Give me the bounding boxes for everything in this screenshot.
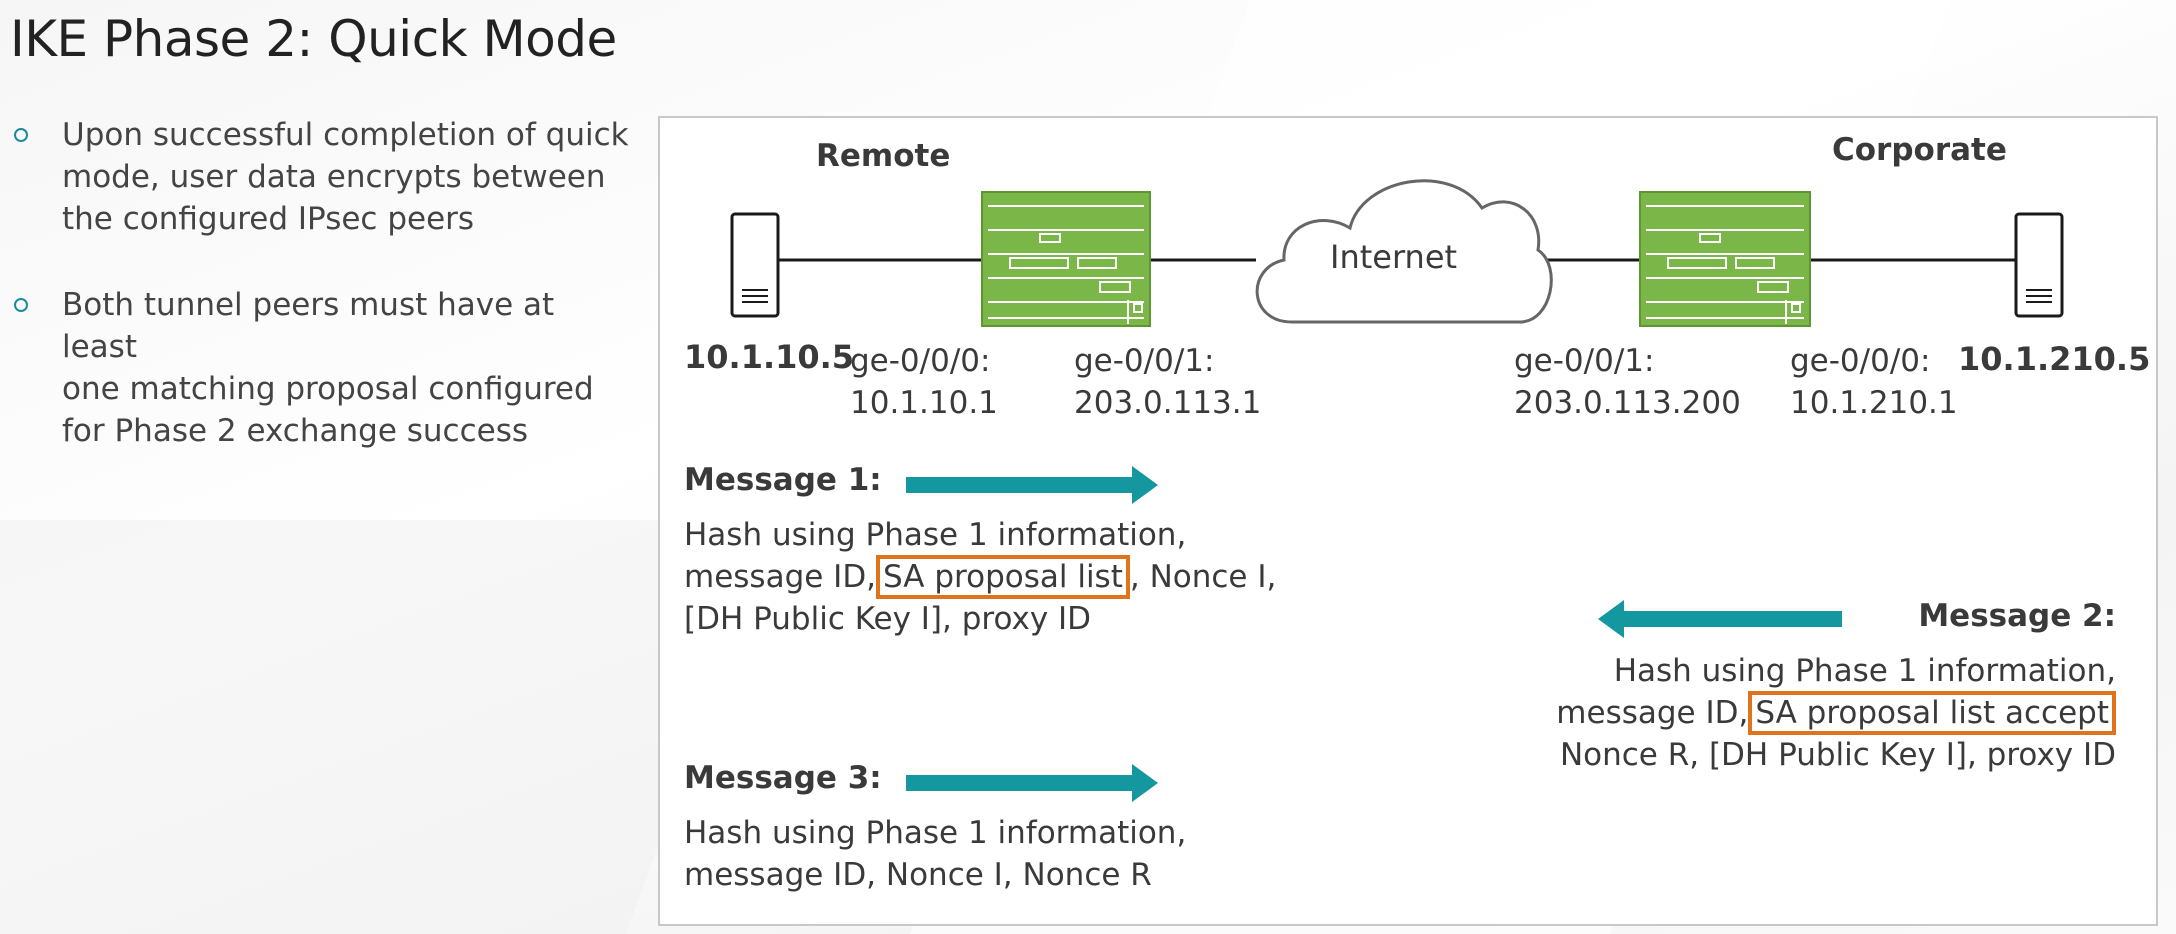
remote-host-icon <box>730 212 780 318</box>
interface-name: ge-0/0/1: <box>1514 343 1655 379</box>
remote-ge000-interface: ge-0/0/0: 10.1.10.1 <box>850 340 998 424</box>
message1-line2-text: message ID, <box>684 559 877 595</box>
message2-sa-proposal-accept-highlight: SA proposal list accept <box>1748 691 2116 735</box>
message1-line2: message ID,SA proposal list, Nonce I, <box>684 555 1277 599</box>
message2-line3: Nonce R, [DH Public Key I], proxy ID <box>1559 737 2116 773</box>
message2-title: Message 2: <box>1918 598 2116 634</box>
interface-ip: 10.1.210.1 <box>1790 385 1958 421</box>
network-diagram: Remote Corporate Internet 10.1.10.5 10.1… <box>658 116 2158 926</box>
bullet-text: Both tunnel peers must have at least one… <box>62 287 594 449</box>
message2-body: Hash using Phase 1 information, message … <box>1556 650 2116 776</box>
internet-cloud-icon <box>1255 179 1553 324</box>
message3-title: Message 3: <box>684 760 882 796</box>
corp-ge001-interface: ge-0/0/1: 203.0.113.200 <box>1514 340 1741 424</box>
message2-line2-text: message ID, <box>1556 695 1749 731</box>
bullet-item: Both tunnel peers must have at least one… <box>10 284 630 452</box>
corporate-host-ip: 10.1.210.5 <box>1958 340 2151 378</box>
message1-line1: Hash using Phase 1 information, <box>684 517 1187 553</box>
message3-line1: Hash using Phase 1 information, <box>684 815 1187 851</box>
corporate-site-label: Corporate <box>1832 132 2007 168</box>
message1-line2-text: , Nonce I, <box>1129 559 1277 595</box>
page-title: IKE Phase 2: Quick Mode <box>10 10 617 68</box>
bullet-dot-icon <box>14 128 28 142</box>
message2-arrow-left-icon <box>1598 600 1842 638</box>
interface-name: ge-0/0/0: <box>1790 343 1931 379</box>
internet-label: Internet <box>1330 238 1458 276</box>
interface-name: ge-0/0/1: <box>1074 343 1215 379</box>
message3-line2: message ID, Nonce I, Nonce R <box>684 857 1152 893</box>
bullet-text: Upon successful completion of quick mode… <box>62 117 629 237</box>
message1-body: Hash using Phase 1 information, message … <box>684 514 1276 640</box>
remote-site-label: Remote <box>816 138 951 174</box>
message1-title: Message 1: <box>684 462 882 498</box>
remote-ge001-interface: ge-0/0/1: 203.0.113.1 <box>1074 340 1261 424</box>
interface-ip: 10.1.10.1 <box>850 385 998 421</box>
message1-arrow-right-icon <box>906 466 1158 504</box>
bullet-item: Upon successful completion of quick mode… <box>10 114 630 240</box>
corporate-host-icon <box>2014 212 2064 318</box>
topology-graphic <box>730 179 2064 327</box>
interface-ip: 203.0.113.200 <box>1514 385 1741 421</box>
corporate-router-icon <box>1639 191 1811 327</box>
remote-router-icon <box>981 191 1151 327</box>
message3-arrow-right-icon <box>906 764 1158 802</box>
message1-line3: [DH Public Key I], proxy ID <box>684 601 1092 637</box>
message2-line2: message ID,SA proposal list accept <box>1556 691 2116 735</box>
interface-name: ge-0/0/0: <box>850 343 991 379</box>
message1-sa-proposal-highlight: SA proposal list <box>876 555 1130 599</box>
bullet-dot-icon <box>14 298 28 312</box>
message2-line1: Hash using Phase 1 information, <box>1613 653 2116 689</box>
interface-ip: 203.0.113.1 <box>1074 385 1262 421</box>
remote-host-ip: 10.1.10.5 <box>684 338 855 376</box>
corp-ge000-interface: ge-0/0/0: 10.1.210.1 <box>1790 340 1958 424</box>
message3-body: Hash using Phase 1 information, message … <box>684 812 1186 896</box>
